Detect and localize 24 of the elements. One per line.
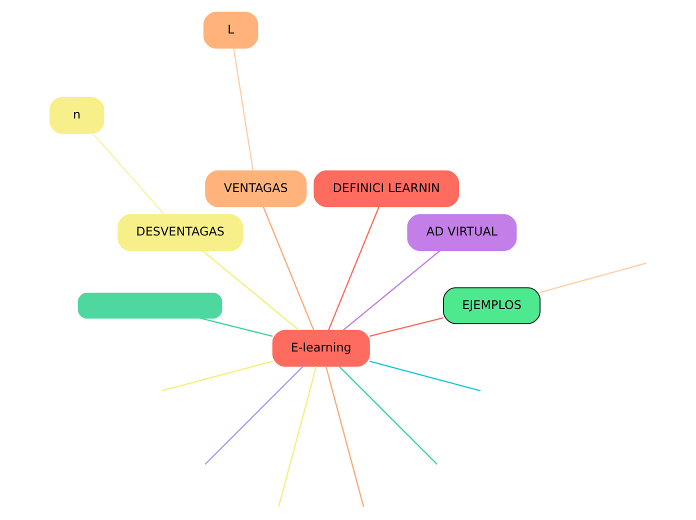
connector <box>368 360 480 392</box>
node-box <box>77 292 222 319</box>
node-box: n <box>48 97 104 134</box>
node-box: VENTAGAS <box>204 170 306 208</box>
connector <box>368 317 443 337</box>
connector <box>338 366 438 465</box>
connector <box>204 366 304 465</box>
node-box: E-learning <box>272 330 370 367</box>
connector <box>540 262 646 293</box>
connector <box>200 318 272 337</box>
node-box: L <box>202 12 258 49</box>
connector <box>342 250 440 331</box>
connector <box>201 250 300 331</box>
connector <box>327 206 380 331</box>
connector <box>232 48 254 171</box>
node-box: EJEMPLOS <box>442 287 540 324</box>
connector <box>92 133 164 215</box>
connector <box>324 366 364 507</box>
node-box: AD VIRTUAL <box>406 214 516 251</box>
node-box: DEFINICI LEARNIN <box>313 170 459 208</box>
connector <box>278 366 316 507</box>
connector <box>161 360 272 392</box>
node-box: DESVENTAGAS <box>117 214 243 251</box>
connector <box>262 206 314 331</box>
